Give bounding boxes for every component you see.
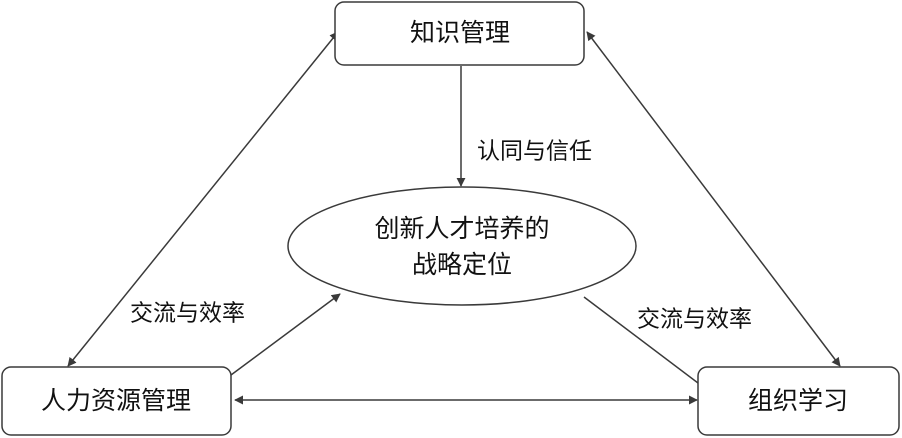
edge-label-top-to-center: 认同与信任	[477, 139, 592, 165]
edge-right-to-center	[583, 296, 699, 384]
edge-label-left-to-center: 交流与效率	[130, 301, 245, 327]
edge-label-right-to-center: 交流与效率	[637, 307, 752, 333]
edges	[67, 31, 841, 405]
node-right: 组织学习	[697, 366, 900, 436]
node-center-line2: 战略定位	[412, 250, 512, 279]
edge-left-top-bidirectional	[67, 31, 339, 367]
edge-right-top-bidirectional	[586, 31, 841, 367]
node-left: 人力资源管理	[1, 366, 232, 436]
node-center: 创新人才培养的 战略定位	[287, 186, 637, 306]
node-top: 知识管理	[334, 1, 585, 66]
node-center-ellipse	[287, 186, 637, 306]
node-right-label: 组织学习	[748, 386, 848, 415]
node-left-label: 人力资源管理	[41, 386, 191, 415]
node-top-label: 知识管理	[410, 18, 510, 47]
edge-left-to-center	[230, 293, 341, 376]
node-top-box	[334, 1, 585, 66]
node-left-box	[1, 366, 232, 436]
node-right-box	[697, 366, 900, 436]
node-center-line1: 创新人才培养的	[374, 214, 549, 243]
